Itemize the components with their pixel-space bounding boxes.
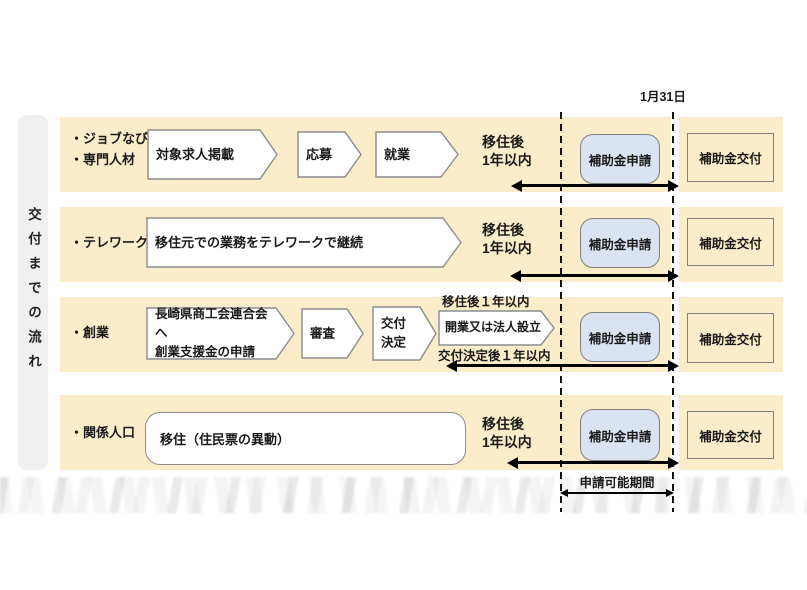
period-note-telework: 移住後 1年以内 [482,222,532,257]
apply-box-startup: 補助金申請 [580,312,660,362]
step-review: 審査 [301,308,364,359]
apply-box-telework: 補助金申請 [580,218,660,268]
step-grant-decision: 交付 決定 [372,306,437,361]
grant-box-related-population: 補助金交付 [687,411,774,459]
step-employment-label: 就業 [384,146,411,162]
row-label-related-population: ・関係人口 [70,425,136,440]
note-within-1yr-decision: 交付決定後１年以内 [438,349,551,363]
grant-box-telework: 補助金交付 [687,218,774,266]
row-label-startup: ・創業 [70,325,110,340]
band-right-related-population [679,395,783,470]
step-grant-decision-label: 交付 決定 [381,316,407,350]
row-label-jobnavi: ・ジョブなび ・専門人材 [70,131,149,167]
application-period-label: 申請可能期間 [579,476,655,490]
step-migration: 移住（住民票の異動） [145,412,466,465]
bottom-artifact-strip [0,477,807,513]
step-migration-label: 移住（住民票の異動） [160,432,291,447]
apply-box-jobnavi: 補助金申請 [580,134,660,184]
row-label-telework: ・テレワーク [70,235,149,250]
step-apply-job: 応募 [297,131,362,178]
step-job-posting-label: 対象求人掲載 [156,146,235,162]
deadline-label: 1月31日 [640,90,686,104]
flow-title-bar: 交付までの流れ [18,115,48,470]
band-right-jobnavi [679,117,783,192]
grant-box-startup: 補助金交付 [687,313,774,363]
apply-box-related-population: 補助金申請 [580,409,660,461]
period-note-jobnavi: 移住後 1年以内 [482,134,532,169]
step-open-business-label: 開業又は法人設立 [445,320,542,335]
step-review-label: 審査 [310,325,336,340]
period-arrow-jobnavi [520,184,670,187]
grant-box-jobnavi: 補助金交付 [687,133,774,182]
band-right-telework [679,207,783,282]
step-job-posting: 対象求人掲載 [147,129,278,180]
step-startup-application-label: 長崎県商工会連合会へ 創業支援金の申請 [155,306,268,360]
step-apply-job-label: 応募 [306,146,333,162]
application-period-start-line [560,112,562,512]
step-open-business: 開業又は法人設立 [438,310,555,346]
step-telework-continue-label: 移住元での業務をテレワークで継続 [155,234,364,250]
period-arrow-telework [519,274,670,277]
flow-title: 交付までの流れ [26,206,41,379]
step-telework-continue: 移住元での業務をテレワークで継続 [146,217,462,268]
period-arrow-startup [455,364,670,367]
period-note-related-population: 移住後 1年以内 [482,416,532,451]
step-employment: 就業 [375,131,459,178]
step-startup-application: 長崎県商工会連合会へ 創業支援金の申請 [146,306,295,360]
note-within-1yr-migration: 移住後１年以内 [442,295,530,309]
application-period-arrow [567,492,667,494]
band-right-startup [679,297,783,372]
period-arrow-related-population [516,461,670,464]
application-deadline-line [672,112,674,512]
